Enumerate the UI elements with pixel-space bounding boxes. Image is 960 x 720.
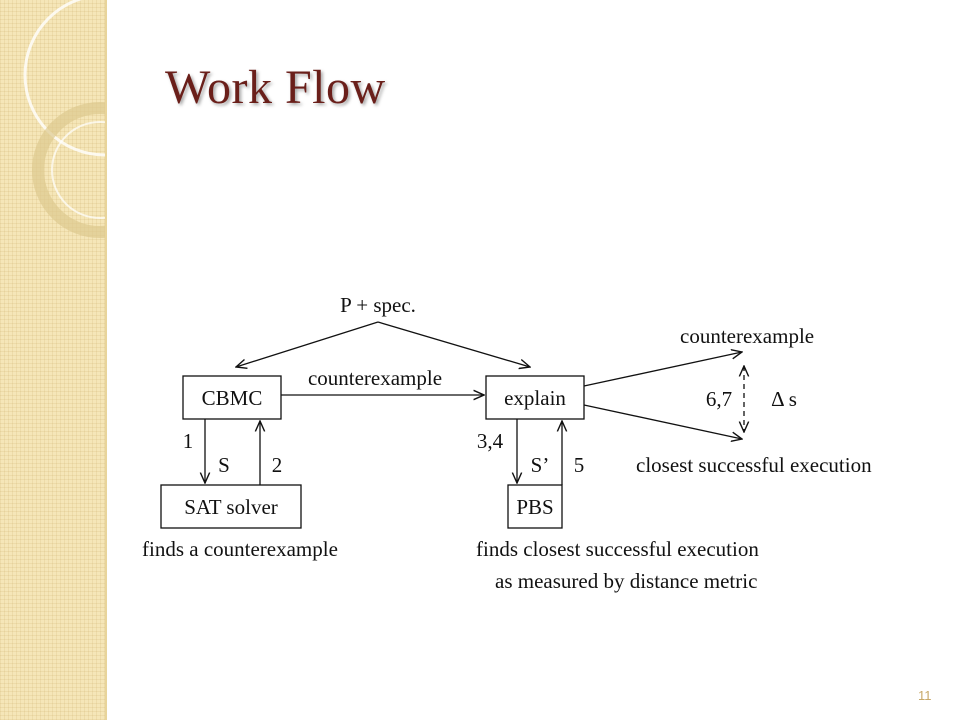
explain-to-closest-execution-arrow: [583, 404, 742, 439]
sidebar-circles-decoration: [23, 0, 105, 238]
input-to-explain-arrow: [377, 321, 530, 367]
pbs-node: [507, 484, 563, 529]
step-6-7-label: 6,7: [706, 387, 732, 411]
output-closest-execution-label: closest successful execution: [636, 453, 872, 477]
input-to-cbmc-arrow: [236, 321, 379, 367]
sidebar-divider: [105, 0, 107, 720]
step-3-4-label: 3,4: [477, 429, 504, 453]
sat-solver-node: [160, 484, 302, 529]
s-label: S: [218, 453, 230, 477]
explain-node: [485, 375, 585, 420]
s-prime-label: S’: [531, 453, 550, 477]
explain-node-label: explain: [504, 386, 566, 410]
sat-solver-node-label: SAT solver: [184, 495, 278, 519]
output-counterexample-label: counterexample: [680, 324, 814, 348]
input-label: P + spec.: [340, 293, 416, 317]
explain-to-counterexample-arrow: [583, 352, 742, 387]
page-number: 11: [918, 688, 932, 703]
decorative-sidebar: [0, 0, 105, 720]
cbmc-to-explain-label: counterexample: [308, 366, 442, 390]
pbs-caption-line-2: as measured by distance metric: [495, 569, 757, 593]
sat-solver-caption: finds a counterexample: [142, 537, 338, 561]
slide-title: Work Flow: [165, 61, 386, 114]
step-1-label: 1: [183, 429, 194, 453]
pbs-node-label: PBS: [516, 495, 553, 519]
pbs-caption-line-1: finds closest successful execution: [476, 537, 759, 561]
delta-s-label: Δ s: [771, 387, 797, 411]
cbmc-node: [182, 375, 282, 420]
step-2-label: 2: [272, 453, 283, 477]
step-5-label: 5: [574, 453, 585, 477]
cbmc-node-label: CBMC: [202, 386, 263, 410]
